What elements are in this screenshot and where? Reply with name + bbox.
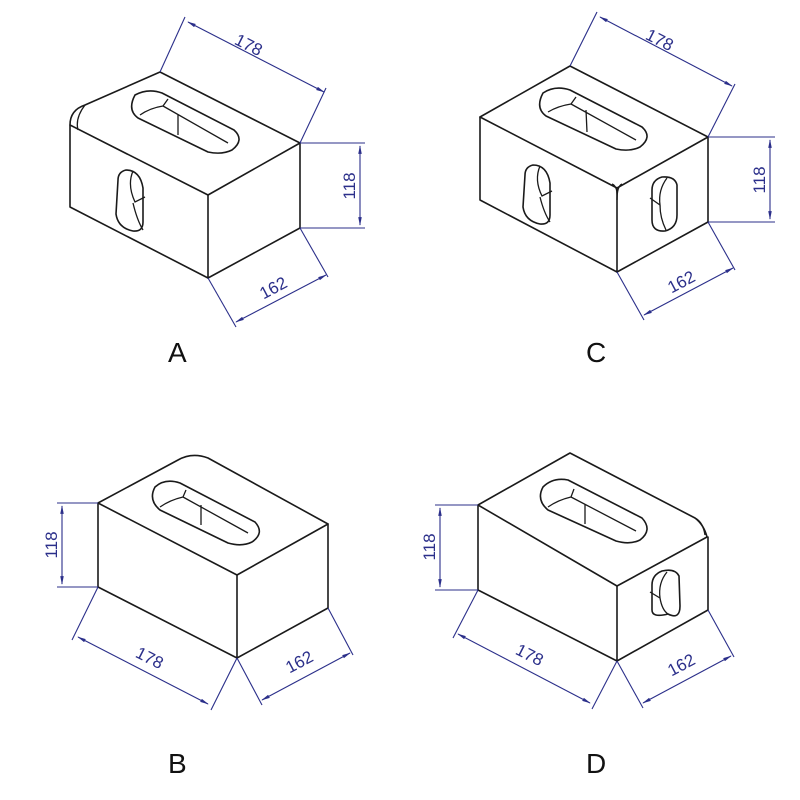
view-b-casting	[97, 454, 329, 659]
view-c-casting	[479, 65, 709, 273]
view-b-dim-length: 178	[133, 643, 167, 673]
view-b-label: B	[168, 748, 187, 779]
view-a-dim-length: 178	[232, 30, 266, 60]
view-a-dimensions: 178 118 162	[159, 16, 365, 328]
view-a-dim-width: 162	[256, 273, 290, 303]
view-b-dim-height: 118	[42, 531, 61, 558]
view-d-casting	[477, 452, 709, 662]
view-c-dim-height: 118	[750, 166, 769, 193]
view-c-dim-width: 162	[664, 267, 698, 297]
view-d-dim-height: 118	[420, 533, 439, 560]
view-c-label: C	[586, 337, 607, 368]
view-d-label: D	[586, 748, 607, 779]
view-a-label: A	[168, 337, 187, 368]
view-c-dimensions: 178 118 162	[569, 11, 775, 321]
view-d-dimensions: 118 178 162	[420, 504, 735, 710]
view-b-dim-width: 162	[282, 647, 316, 677]
view-a-casting	[69, 71, 301, 279]
view-c-dim-length: 178	[643, 25, 677, 55]
view-b-dimensions: 118 178 162	[42, 502, 354, 711]
view-a-dim-height: 118	[340, 172, 359, 199]
